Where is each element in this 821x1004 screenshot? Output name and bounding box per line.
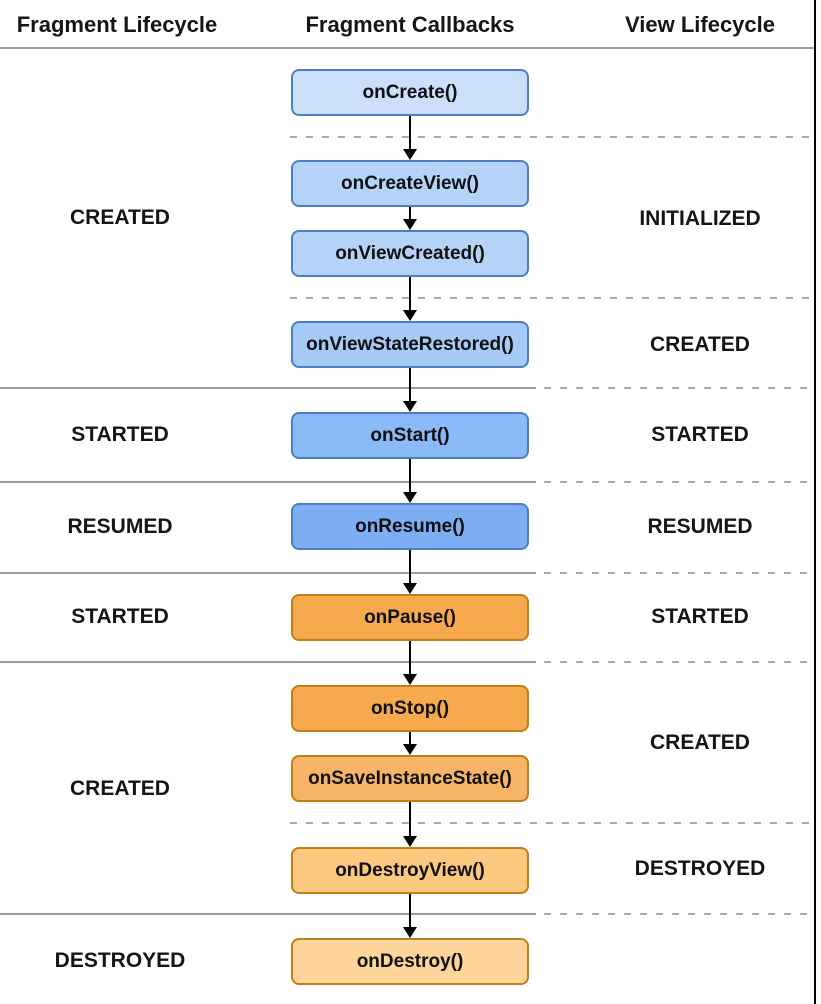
flow-arrow-down-icon [403, 894, 417, 938]
callback-box-onviewcreated: onViewCreated() [291, 230, 529, 277]
callback-box-oncreate: onCreate() [291, 69, 529, 116]
view-state-divider-dashed [544, 661, 815, 663]
fragment-state-label: CREATED [70, 777, 170, 800]
flow-arrow-down-icon [403, 641, 417, 685]
view-state-divider-dashed [544, 387, 815, 389]
callback-box-onviewstaterestored: onViewStateRestored() [291, 321, 529, 368]
view-state-label: STARTED [651, 423, 749, 446]
column-header-fragment-callbacks: Fragment Callbacks [305, 12, 515, 37]
callback-box-onstart: onStart() [291, 412, 529, 459]
view-state-label: INITIALIZED [639, 207, 761, 230]
callback-box-onstop: onStop() [291, 685, 529, 732]
fragment-state-label: DESTROYED [54, 949, 186, 972]
fragment-state-label: CREATED [70, 206, 170, 229]
fragment-state-label: RESUMED [67, 515, 173, 538]
fragment-state-label: STARTED [71, 423, 169, 446]
view-state-divider-dashed [290, 822, 815, 824]
flow-arrow-down-icon [403, 368, 417, 412]
page-frame-line [814, 0, 816, 1004]
flow-arrow-down-icon [403, 459, 417, 503]
flow-arrow-down-icon [403, 207, 417, 230]
view-state-divider-dashed [544, 481, 815, 483]
view-state-divider-dashed [544, 913, 815, 915]
header-divider [0, 47, 816, 49]
fragment-state-divider-solid [0, 572, 536, 574]
callback-box-onsaveinstancestate: onSaveInstanceState() [291, 755, 529, 802]
fragment-state-divider-solid [0, 661, 536, 663]
column-header-fragment-lifecycle: Fragment Lifecycle [16, 12, 218, 37]
callback-box-onpause: onPause() [291, 594, 529, 641]
view-state-label: RESUMED [647, 515, 753, 538]
column-header-view-lifecycle: View Lifecycle [624, 12, 775, 37]
callback-box-oncreateview: onCreateView() [291, 160, 529, 207]
fragment-state-divider-solid [0, 387, 536, 389]
fragment-state-divider-solid [0, 481, 536, 483]
fragment-state-divider-solid [0, 913, 536, 915]
view-state-divider-dashed [290, 136, 815, 138]
view-state-label: CREATED [650, 731, 750, 754]
view-state-divider-dashed [290, 297, 815, 299]
flow-arrow-down-icon [403, 277, 417, 321]
callback-box-ondestroyview: onDestroyView() [291, 847, 529, 894]
flow-arrow-down-icon [403, 550, 417, 594]
view-state-label: CREATED [650, 333, 750, 356]
callback-box-ondestroy: onDestroy() [291, 938, 529, 985]
view-state-label: STARTED [651, 605, 749, 628]
flow-arrow-down-icon [403, 802, 417, 847]
flow-arrow-down-icon [403, 732, 417, 755]
view-state-divider-dashed [544, 572, 815, 574]
callback-box-onresume: onResume() [291, 503, 529, 550]
view-state-label: DESTROYED [634, 857, 766, 880]
flow-arrow-down-icon [403, 116, 417, 160]
fragment-state-label: STARTED [71, 605, 169, 628]
